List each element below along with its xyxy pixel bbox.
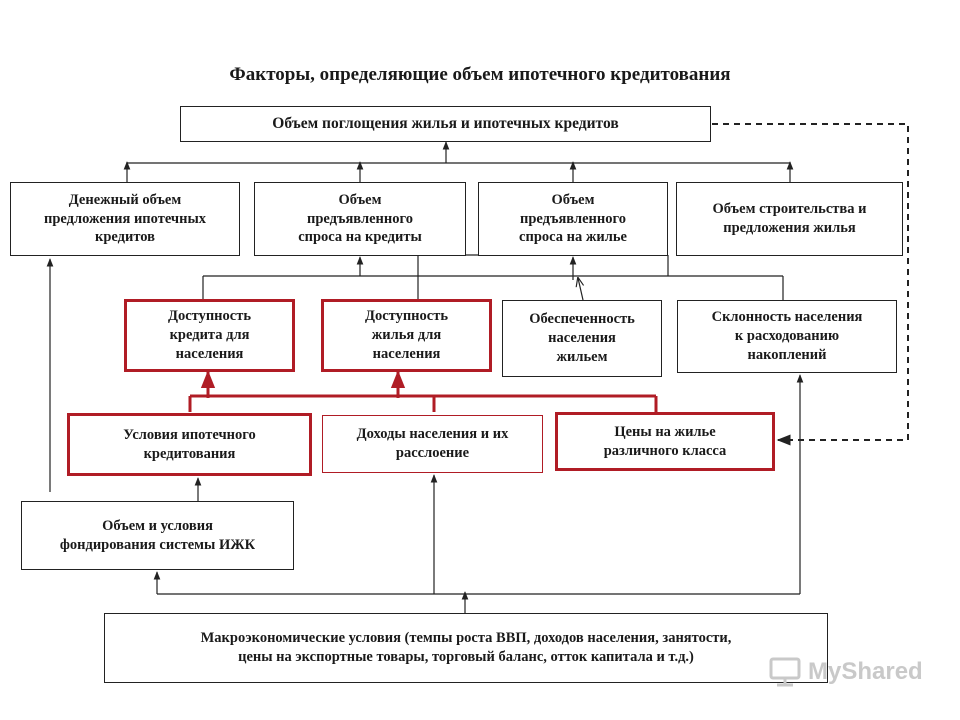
absorption-label: Объем поглощения жилья и ипотечных креди… — [272, 114, 619, 132]
housing-provision-label: Обеспеченность населения жильем — [529, 311, 635, 365]
credit-access-label: Доступность кредита для населения — [167, 308, 252, 362]
mortgage-terms-label: Условия ипотечного кредитования — [123, 426, 256, 462]
prices-box: Цены на жилье различного класса — [555, 412, 775, 471]
incomes-box: Доходы населения и их расслоение — [322, 415, 543, 473]
housing-access-label: Доступность жилья для населения — [364, 308, 449, 362]
funding-label: Объем и условия фондирования системы ИЖК — [59, 517, 256, 553]
mortgage-terms-box: Условия ипотечного кредитования — [67, 413, 312, 476]
diagram-title: Факторы, определяющие объем ипотечного к… — [229, 64, 731, 85]
credit-access-box: Доступность кредита для населения — [124, 299, 295, 372]
construction-box: Объем строительства и предложения жилья — [676, 182, 903, 256]
housing-demand-box: Объем предъявленного спроса на жилье — [478, 182, 668, 256]
credit-demand-box: Объем предъявленного спроса на кредиты — [254, 182, 466, 256]
housing-access-box: Доступность жилья для населения — [321, 299, 492, 372]
propensity-box: Склонность населения к расходованию нако… — [677, 300, 897, 373]
incomes-label: Доходы населения и их расслоение — [356, 426, 509, 461]
housing-provision-box: Обеспеченность населения жильем — [502, 300, 662, 377]
construction-label: Объем строительства и предложения жилья — [712, 201, 867, 236]
link-provision-open-arrow — [578, 278, 583, 301]
macro-label: Макроэкономические условия (темпы роста … — [200, 630, 732, 665]
credit-demand-label: Объем предъявленного спроса на кредиты — [298, 191, 422, 246]
money-supply-label: Денежный объем предложения ипотечных кре… — [43, 191, 207, 246]
watermark-text: MyShared — [808, 658, 923, 685]
money-supply-box: Денежный объем предложения ипотечных кре… — [10, 182, 240, 256]
absorption-box: Объем поглощения жилья и ипотечных креди… — [180, 106, 711, 142]
housing-demand-label: Объем предъявленного спроса на жилье — [519, 191, 627, 246]
funding-box: Объем и условия фондирования системы ИЖК — [21, 501, 294, 570]
prices-label: Цены на жилье различного класса — [603, 423, 727, 459]
dashed-feedback-line — [712, 123, 909, 446]
macro-box: Макроэкономические условия (темпы роста … — [104, 613, 828, 683]
propensity-label: Склонность населения к расходованию нако… — [711, 309, 863, 363]
presentation-icon — [769, 657, 801, 687]
watermark: MyShared — [768, 654, 923, 690]
